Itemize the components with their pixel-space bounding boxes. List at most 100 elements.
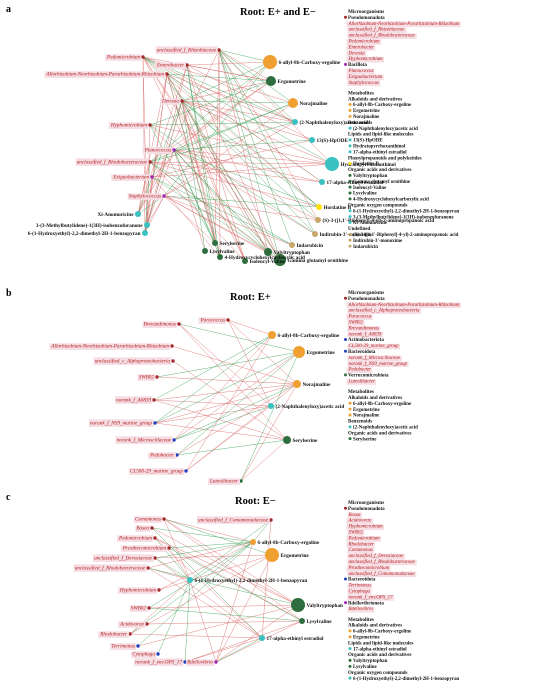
microbe-label: Cytophaga (132, 652, 155, 658)
legend-item-label: Hyphomicrobium (348, 57, 384, 62)
network-edge (147, 541, 254, 569)
legend-swatch (348, 425, 352, 429)
metabolite-node (242, 258, 248, 264)
metabolite-label: (S)-3-([1,1'-Biphenyl]-4-yl)-2-aminoprop… (323, 217, 435, 224)
metabolite-node (264, 248, 272, 256)
metabolite-node (283, 436, 291, 444)
metabolite-label: Indirubin-3'-monoxime (320, 232, 373, 238)
network-edge (166, 73, 272, 82)
microbe-node (150, 175, 154, 179)
legend-item-label: Hyphomicrobium (348, 525, 384, 530)
network-edge (166, 73, 246, 262)
label-highlight (196, 516, 270, 524)
network-edge (149, 161, 320, 208)
legend-item-label: Paracoccus (348, 315, 372, 320)
network-edge (163, 195, 319, 221)
legend-item-label: Valyltryptophan (353, 659, 388, 664)
label-highlight (346, 379, 376, 385)
legend-item-label: Ergometrine (353, 109, 380, 114)
label-highlight (347, 553, 405, 560)
microbe-node (148, 160, 152, 164)
legend-swatch (348, 676, 352, 680)
network-edge (173, 102, 294, 151)
network-edge (149, 121, 296, 163)
label-highlight (115, 396, 153, 404)
network-edge (173, 80, 272, 151)
network-edge (186, 64, 216, 244)
network-edge (178, 323, 300, 353)
network-edge (154, 405, 272, 424)
metabolite-label: 17-alpha-ethinyl estradiol (267, 636, 324, 642)
metabolite-label: Valyltryptophan (274, 250, 311, 256)
network-edge (181, 100, 206, 252)
network-edge (146, 149, 175, 226)
legend-item-label: Allorhizobium-Neorhizobium-Pararhizobium… (348, 22, 460, 27)
legend-item-label: Prosthecomicrobium (348, 566, 390, 571)
microbe-label: Staphylococcus (129, 194, 161, 200)
metabolite-label: Hordatine B (324, 205, 352, 211)
legend-swatch (348, 413, 352, 417)
network-edge (148, 604, 299, 609)
metabolite-node (187, 577, 193, 583)
network-edge (149, 161, 246, 262)
label-highlight (155, 46, 218, 54)
network-edge (129, 554, 273, 635)
network-edge (154, 422, 288, 441)
legend-heading-metabolites: Metabolites (348, 389, 374, 395)
label-highlight (347, 320, 365, 326)
microbe-node (180, 99, 184, 103)
label-highlight (346, 302, 461, 309)
network-edge (156, 376, 298, 385)
legend-group-label: Organic acids and derivatives (348, 431, 412, 436)
microbe-node (145, 622, 149, 626)
network-edge (154, 537, 299, 606)
label-highlight (49, 343, 171, 350)
network-edge (146, 620, 303, 625)
network-nodes (128, 48, 339, 664)
label-highlight (346, 74, 384, 81)
label-highlight (346, 536, 382, 542)
legend-swatch (348, 437, 352, 441)
network-edge (181, 100, 294, 104)
metabolite-label: Ergometrine (278, 79, 307, 85)
legend-heading-microorganisms: Microorganisms (348, 9, 384, 15)
network-edge (186, 64, 296, 123)
microbe-label: Luteolibacter (209, 479, 239, 485)
label-highlight (93, 357, 172, 365)
network-edge (154, 334, 273, 424)
network-edge (154, 537, 263, 639)
network-edge (149, 61, 271, 163)
network-edge (137, 73, 168, 215)
label-highlight (186, 659, 215, 666)
label-highlight (154, 62, 186, 69)
network-edge (240, 383, 298, 482)
microbe-label: unclassified_f_Comamonadaceae (198, 517, 269, 524)
microbe-label: Acidovorax (119, 622, 145, 628)
network-edge (218, 49, 294, 104)
label-highlight (347, 308, 422, 315)
metabolite-node (217, 254, 223, 260)
network-edge (142, 56, 333, 165)
microbe-node (162, 194, 166, 198)
label-highlight (346, 524, 385, 530)
network-edge (189, 519, 272, 581)
label-highlight (347, 326, 381, 332)
legend-group-label: Bacteroidota (348, 578, 376, 583)
metabolite-label: 13(S)-HpODE (317, 137, 349, 144)
network-edge (153, 399, 288, 441)
legend-group-label: Bacteroidota (348, 350, 376, 355)
legend-swatch (348, 215, 352, 219)
legend-item-label: Indarubicin (353, 245, 378, 250)
network-edge (149, 102, 294, 163)
panel-letter: c (6, 492, 11, 503)
label-highlight (347, 583, 372, 589)
network-edge (163, 195, 293, 246)
legend-item-label: unclassified_f_Devosiaceae (349, 554, 404, 559)
legend-group-label: Organic oxygen compounds (348, 204, 408, 209)
microbe-label: norank_f_A0839 (116, 397, 151, 404)
metabolite-node (268, 331, 276, 339)
legend-group-label: Pseudomonadota (348, 507, 385, 512)
label-highlight (347, 27, 407, 33)
network-edge (173, 383, 298, 441)
